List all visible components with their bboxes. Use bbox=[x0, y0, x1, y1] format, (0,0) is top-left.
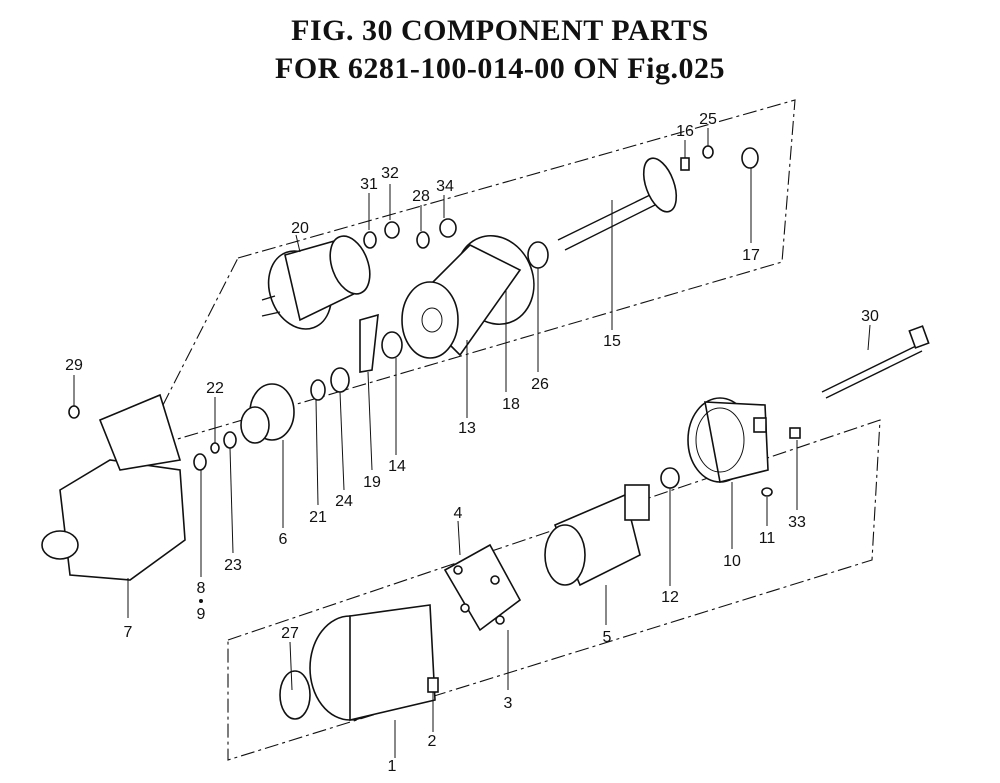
washers-nuts-group-top bbox=[363, 218, 457, 249]
callout-10: 10 bbox=[723, 553, 741, 570]
callout-21: 21 bbox=[309, 509, 327, 526]
callout-25: 25 bbox=[699, 111, 717, 128]
callout-6: 6 bbox=[279, 531, 288, 548]
rear-cover-drawing bbox=[660, 397, 801, 497]
callout-20: 20 bbox=[291, 220, 309, 237]
callout-22: 22 bbox=[206, 380, 224, 397]
lever-and-rings-drawing bbox=[310, 313, 403, 401]
figure-subtitle: FOR 6281-100-014-00 ON Fig.025 bbox=[275, 52, 725, 85]
callout-24: 24 bbox=[335, 493, 353, 510]
callout-33: 33 bbox=[788, 514, 806, 531]
callout-15: 15 bbox=[603, 333, 621, 350]
callout-28: 28 bbox=[412, 188, 430, 205]
callout-8: 8 bbox=[197, 580, 206, 597]
callout-32: 32 bbox=[381, 165, 399, 182]
callout-23: 23 bbox=[224, 557, 242, 574]
callout-16: 16 bbox=[676, 123, 694, 140]
callout-27: 27 bbox=[281, 625, 299, 642]
brush-holder-drawing bbox=[443, 543, 522, 632]
figure-title: FIG. 30 COMPONENT PARTS bbox=[291, 14, 709, 47]
callout-18: 18 bbox=[502, 396, 520, 413]
callout-11: 11 bbox=[759, 530, 776, 547]
callout-30: 30 bbox=[861, 308, 879, 325]
callout-19: 19 bbox=[363, 474, 381, 491]
callout-29: 29 bbox=[65, 357, 83, 374]
callout-1: 1 bbox=[388, 758, 397, 775]
solenoid-switch-drawing bbox=[261, 235, 371, 330]
callout-17: 17 bbox=[742, 247, 760, 264]
callout-4: 4 bbox=[454, 505, 463, 522]
pinion-clutch-drawing bbox=[193, 383, 295, 471]
armature-drawing bbox=[544, 484, 650, 587]
callout-14: 14 bbox=[388, 458, 406, 475]
callout-12: 12 bbox=[661, 589, 679, 606]
callout-31: 31 bbox=[360, 176, 378, 193]
yoke-and-field-drawing bbox=[401, 234, 549, 359]
callout-2: 2 bbox=[428, 733, 437, 750]
callout-9: 9 bbox=[197, 606, 206, 623]
front-housing-drawing bbox=[41, 393, 186, 581]
through-bolt-drawing bbox=[821, 325, 930, 399]
pinion-shaft-drawing bbox=[557, 145, 759, 251]
leader-lines bbox=[73, 128, 871, 758]
callout-5: 5 bbox=[603, 629, 612, 646]
yoke-assembly-drawing bbox=[279, 604, 439, 722]
callout-3: 3 bbox=[504, 695, 513, 712]
callout-26: 26 bbox=[531, 376, 549, 393]
callout-7: 7 bbox=[124, 624, 133, 641]
callout-13: 13 bbox=[458, 420, 476, 437]
callout-34: 34 bbox=[436, 178, 454, 195]
callout-8-9-dot bbox=[199, 599, 203, 603]
